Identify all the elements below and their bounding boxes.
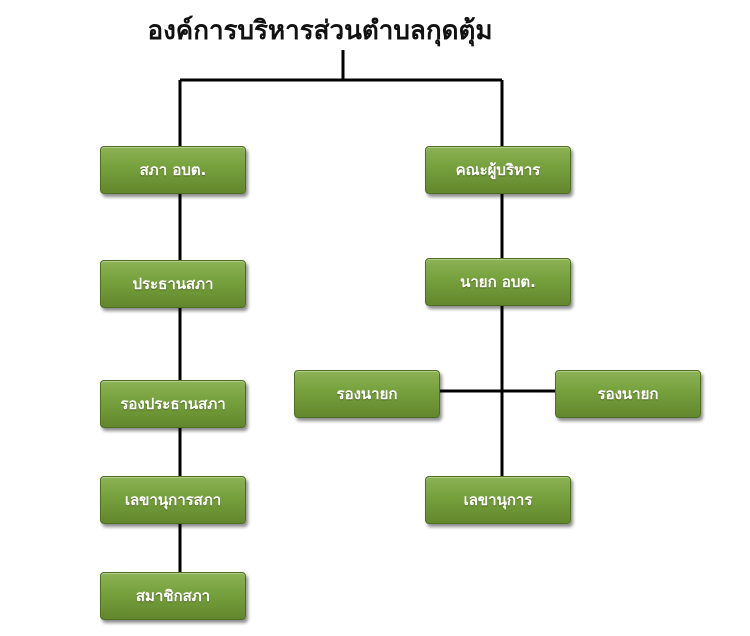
deputy-mayor-right-box[interactable]: รองนายก [555,370,701,418]
council-chairman-box[interactable]: ประธานสภา [100,260,246,308]
mayor-box[interactable]: นายก อบต. [425,258,571,306]
council-vice-chairman-label: รองประธานสภา [120,395,226,413]
deputy-mayor-left-box[interactable]: รองนายก [294,370,440,418]
deputy-mayor-right-label: รองนายก [597,385,659,403]
council-vice-chairman-box[interactable]: รองประธานสภา [100,380,246,428]
council-secretary-box[interactable]: เลขานุการสภา [100,476,246,524]
executive-box[interactable]: คณะผู้บริหาร [425,146,571,194]
org-title: องค์การบริหารส่วนตำบลกุดตุ้ม [147,16,493,46]
council-members-box[interactable]: สมาชิกสภา [100,572,246,620]
executive-label: คณะผู้บริหาร [455,161,541,179]
mayor-secretary-box[interactable]: เลขานุการ [425,476,571,524]
council-box[interactable]: สภา อบต. [100,146,246,194]
mayor-secretary-label: เลขานุการ [463,491,533,509]
council-label: สภา อบต. [139,161,207,179]
mayor-label: นายก อบต. [460,273,536,291]
council-members-label: สมาชิกสภา [135,587,211,605]
council-chairman-label: ประธานสภา [132,275,214,293]
council-secretary-label: เลขานุการสภา [124,491,222,509]
deputy-mayor-left-label: รองนายก [336,385,398,403]
